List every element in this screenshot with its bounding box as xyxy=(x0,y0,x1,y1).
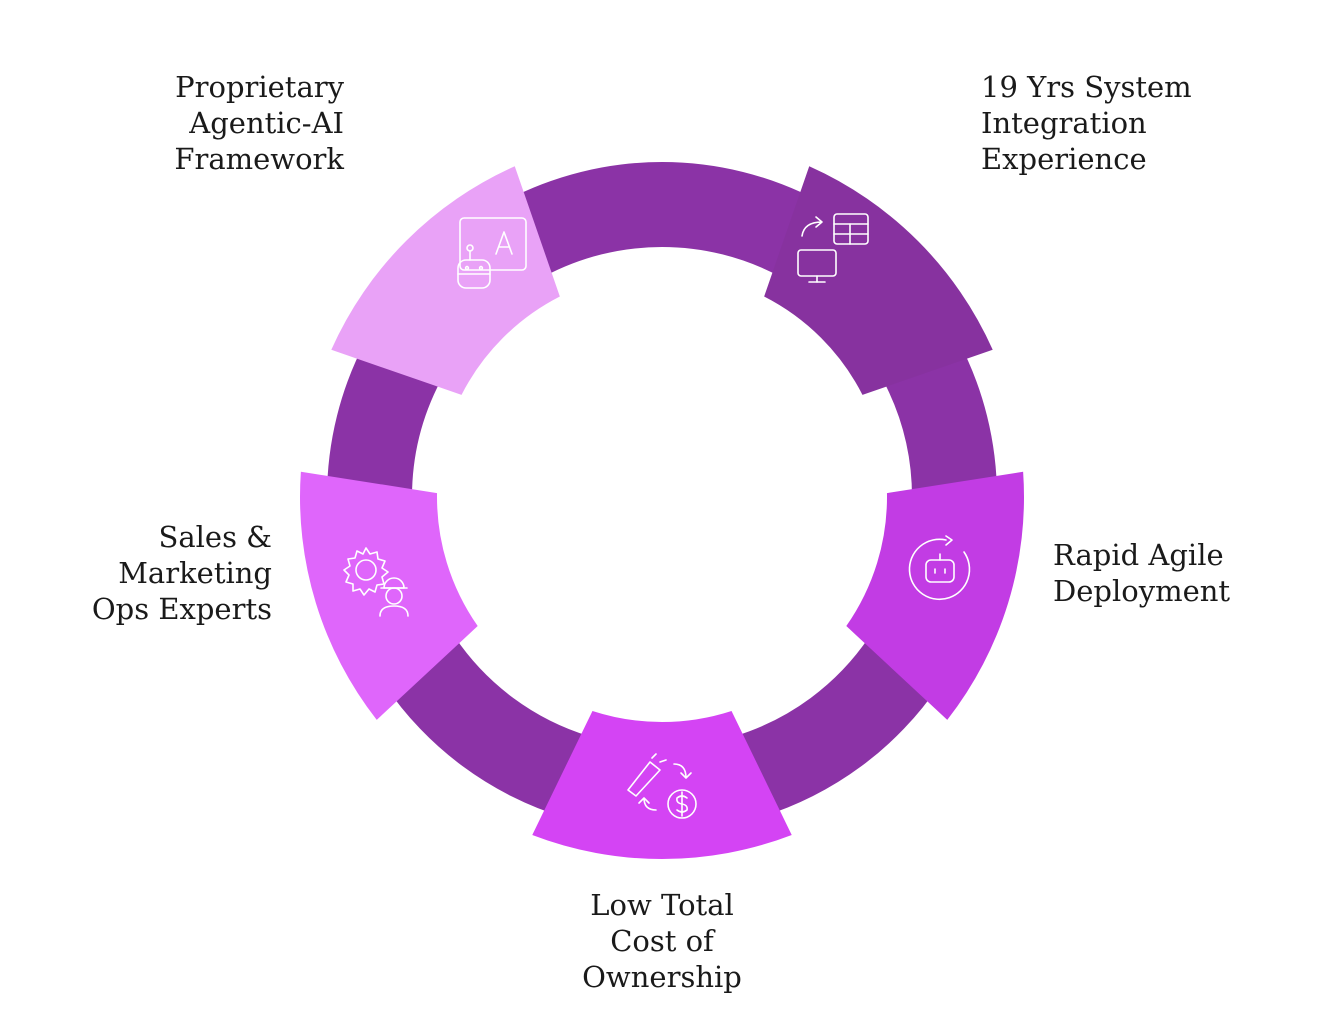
ai-robot-icon xyxy=(457,217,527,289)
ring-segment xyxy=(882,339,997,497)
ring-segment xyxy=(735,636,940,818)
block-cost xyxy=(532,710,792,859)
ring-segment xyxy=(384,636,589,818)
block-deployment xyxy=(846,471,1024,720)
bot-refresh-icon xyxy=(908,535,971,601)
gear-engineer-icon xyxy=(343,547,409,617)
block-framework xyxy=(331,166,560,395)
block-experts xyxy=(299,471,478,720)
ring-segment xyxy=(327,339,442,497)
system-integration-icon xyxy=(797,213,869,283)
block-integration xyxy=(764,166,993,395)
cost-cycle-icon xyxy=(627,753,697,819)
ring-segment xyxy=(504,162,820,277)
